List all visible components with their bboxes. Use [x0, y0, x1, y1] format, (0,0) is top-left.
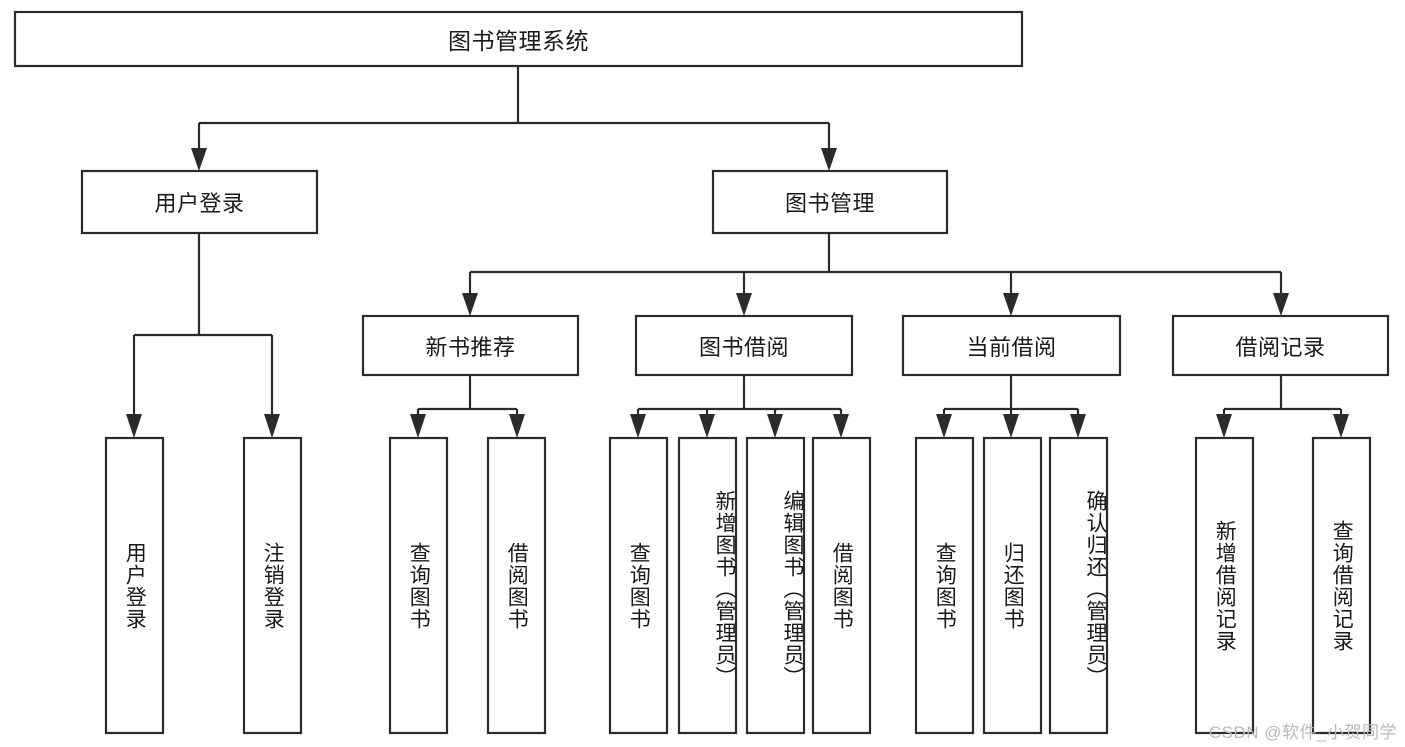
- node-box-leaf-query-book-2[interactable]: [608, 436, 669, 735]
- arrow-head-borrow-record: [1273, 293, 1289, 316]
- node-box-leaf-confirm-return[interactable]: [1048, 436, 1109, 735]
- node-box-leaf-user-logout[interactable]: [242, 436, 303, 735]
- node-box-leaf-query-record[interactable]: [1311, 436, 1372, 735]
- arrow-head-leaf-query-book-3: [936, 414, 952, 438]
- node-box-leaf-edit-book[interactable]: [745, 436, 806, 735]
- node-box-leaf-query-book-3[interactable]: [914, 436, 975, 735]
- node-box-leaf-borrow-book-1[interactable]: [486, 436, 547, 735]
- node-box-book-manage[interactable]: [711, 169, 949, 235]
- arrow-head-leaf-user-login: [126, 414, 142, 438]
- node-box-borrow-record[interactable]: [1171, 314, 1390, 377]
- arrow-head-new-book-recommend: [462, 293, 478, 316]
- arrow-head-book-borrow: [736, 293, 752, 316]
- arrow-head-current-borrow: [1003, 293, 1019, 316]
- node-box-leaf-borrow-book-2[interactable]: [811, 436, 872, 735]
- node-box-new-book-recommend[interactable]: [361, 314, 580, 377]
- node-box-root[interactable]: [13, 10, 1024, 68]
- arrow-head-leaf-query-record: [1333, 414, 1349, 438]
- arrow-head-leaf-borrow-book-2: [833, 414, 849, 438]
- node-box-book-borrow[interactable]: [634, 314, 854, 377]
- arrow-head-user-login: [191, 148, 207, 171]
- node-box-current-borrow[interactable]: [901, 314, 1122, 377]
- arrow-head-leaf-confirm-return: [1070, 414, 1086, 438]
- node-box-leaf-query-book-1[interactable]: [388, 436, 449, 735]
- arrow-head-leaf-return-book: [1003, 414, 1019, 438]
- arrow-head-leaf-query-book-1: [410, 414, 426, 438]
- arrow-head-leaf-borrow-book-1: [509, 414, 525, 438]
- arrow-head-leaf-user-logout: [264, 414, 280, 438]
- arrow-head-book-manage: [821, 148, 837, 171]
- node-box-leaf-user-login[interactable]: [104, 436, 165, 735]
- node-box-user-login[interactable]: [80, 169, 319, 235]
- arrow-head-leaf-add-book: [699, 414, 715, 438]
- arrow-head-leaf-add-record: [1216, 414, 1232, 438]
- arrow-head-leaf-query-book-2: [630, 414, 646, 438]
- node-box-leaf-return-book[interactable]: [982, 436, 1043, 735]
- arrow-head-leaf-edit-book: [767, 414, 783, 438]
- node-box-leaf-add-book[interactable]: [677, 436, 738, 735]
- node-box-leaf-add-record[interactable]: [1194, 436, 1255, 735]
